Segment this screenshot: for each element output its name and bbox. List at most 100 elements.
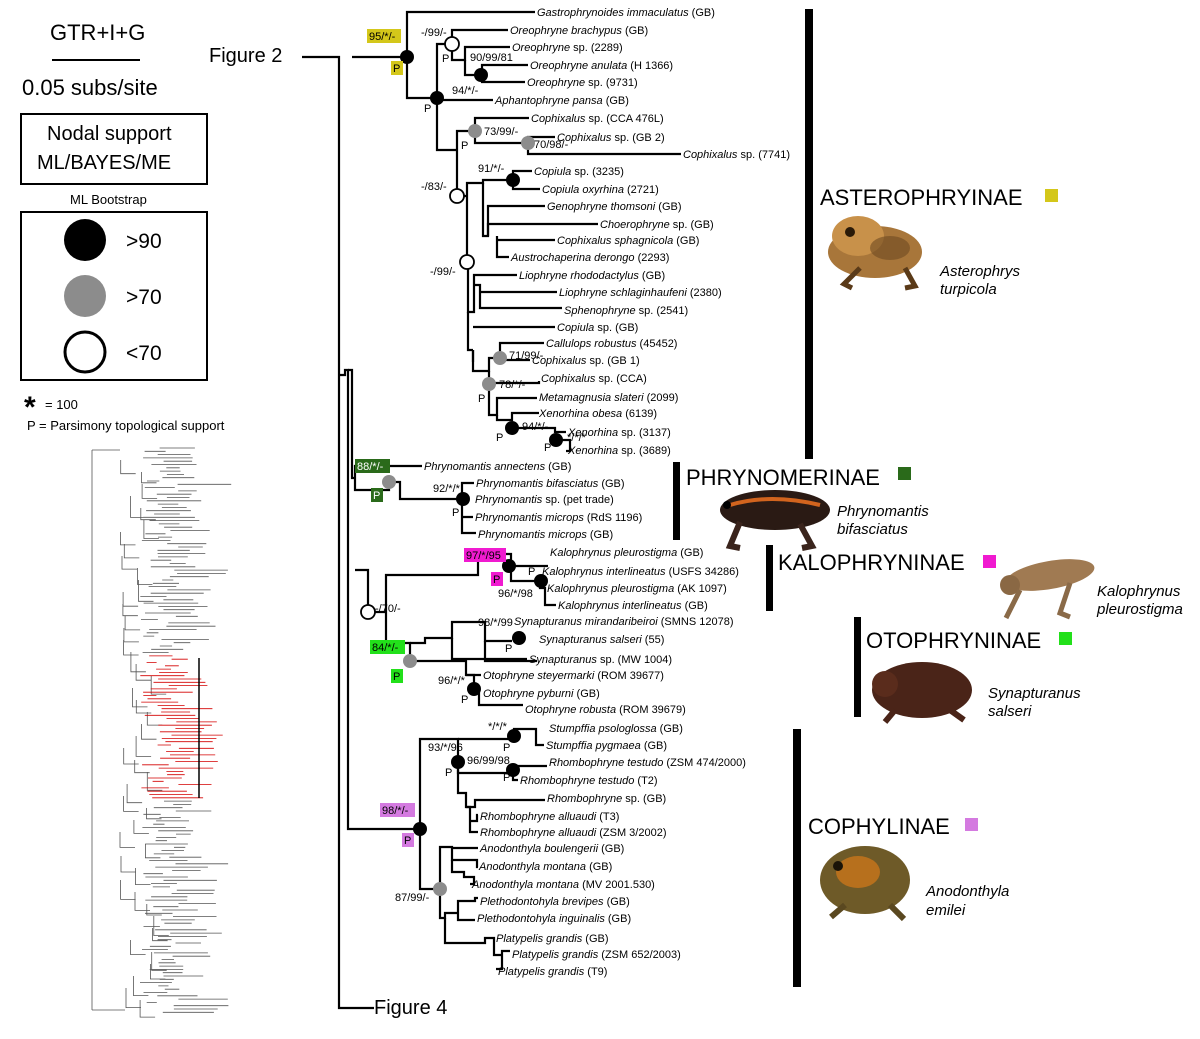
taxon-label: Callulops robustus (45452) [546, 338, 677, 350]
taxon-label: Stumpffia psologlossa (GB) [549, 723, 683, 735]
support-value: 71/99/- [509, 350, 544, 362]
clade-color-swatch [1059, 632, 1072, 645]
node-white [459, 254, 475, 270]
taxon-labels: Gastrophrynoides immaculatus (GB) Oreophr… [424, 7, 790, 978]
node-gray [433, 882, 447, 896]
clade-bars [673, 9, 861, 987]
node-gray [382, 475, 396, 489]
frog-species: turpicola [940, 281, 997, 298]
svg-text:P: P [445, 767, 452, 779]
taxon-label: Otophryne pyburni (GB) [483, 688, 600, 700]
frog-species: bifasciatus [837, 521, 908, 538]
taxon-label: Rhombophryne alluaudi (T3) [480, 811, 619, 823]
support-value: 96/*/* [438, 675, 466, 687]
support-value: 73/99/- [484, 126, 519, 138]
taxon-label: Cophixalus sp. (CCA) [541, 373, 647, 385]
taxon-label: Oreophryne sp. (9731) [527, 77, 638, 89]
taxon-label: Synapturanus sp. (MW 1004) [529, 654, 672, 666]
taxon-label: Genophryne thomsoni (GB) [547, 201, 682, 213]
node-black [505, 421, 519, 435]
svg-text:P: P [478, 393, 485, 405]
taxon-label: Xenorhina obesa (6139) [538, 408, 657, 420]
frog-species: pleurostigma [1096, 601, 1183, 618]
node-gray [468, 124, 482, 138]
lt70-label: <70 [126, 342, 162, 365]
taxon-label: Cophixalus sp. (CCA 476L) [531, 113, 664, 125]
taxon-label: Oreophryne sp. (2289) [512, 42, 623, 54]
support-title-1: Nodal support [47, 123, 172, 145]
node-black [451, 755, 465, 769]
node-black [506, 763, 520, 777]
svg-text:P: P [503, 772, 510, 784]
support-value: 94/*/- [452, 85, 479, 97]
frog-genus: Anodonthyla [925, 883, 1009, 900]
svg-text:P: P [461, 694, 468, 706]
figure-2-link: Figure 2 [209, 45, 282, 67]
clade-name: OTOPHRYNINAE [866, 628, 1041, 653]
frog-genus: Synapturanus [988, 685, 1081, 702]
taxon-label: Phrynomantis annectens (GB) [424, 461, 571, 473]
taxon-label: Phrynomantis microps (GB) [478, 529, 613, 541]
gt70-label: >70 [126, 286, 162, 309]
cophylinae-bar [793, 729, 801, 987]
clade-color-swatch [1045, 189, 1058, 202]
taxon-label: Liophryne schlaginhaufeni (2380) [559, 287, 722, 299]
taxon-label: Cophixalus sp. (GB 1) [532, 355, 640, 367]
svg-text:P: P [424, 103, 431, 115]
taxon-label: Cophixalus sp. (GB 2) [557, 132, 665, 144]
svg-text:P: P [452, 507, 459, 519]
taxon-label: Synapturanus salseri (55) [539, 634, 664, 646]
phylogeny-branches [302, 10, 681, 1010]
taxon-label: Copiula sp. (3235) [534, 166, 624, 178]
clade-color-swatch [898, 467, 911, 480]
support-value: -/70/- [375, 603, 401, 615]
taxon-label: Rhombophryne testudo (T2) [520, 775, 658, 787]
taxon-label: Rhombophryne alluaudi (ZSM 3/2002) [480, 827, 667, 839]
frog-genus: Asterophrys [939, 263, 1021, 280]
gt90-label: >90 [126, 230, 162, 253]
taxon-label: Copiula sp. (GB) [557, 322, 638, 334]
node-gray [482, 377, 496, 391]
clade-name: PHRYNOMERINAE [686, 465, 880, 490]
node-black [474, 68, 488, 82]
taxon-label: Kalophrynus pleurostigma (AK 1097) [547, 583, 727, 595]
support-value: */*/* [488, 721, 508, 733]
legend: GTR+I+G 0.05 subs/site Nodal support ML/… [20, 20, 225, 433]
svg-text:97/*/95: 97/*/95 [466, 550, 501, 562]
taxon-label: Anodonthyla montana (GB) [478, 861, 612, 873]
taxon-label: Platypelis grandis (ZSM 652/2003) [512, 949, 681, 961]
node-white [449, 188, 465, 204]
svg-text:98/*/-: 98/*/- [382, 805, 409, 817]
node-black [456, 492, 470, 506]
svg-text:88/*/-: 88/*/- [357, 461, 384, 473]
gray-circle-icon [64, 275, 106, 317]
scale-label: 0.05 subs/site [22, 75, 158, 100]
taxon-label: Austrochaperina derongo (2293) [510, 252, 669, 264]
node-black [430, 91, 444, 105]
frog-photo-anodonthyla [820, 846, 910, 922]
node-gray [493, 351, 507, 365]
taxon-label: Aphantophryne pansa (GB) [494, 95, 629, 107]
clade-name: COPHYLINAE [808, 814, 950, 839]
frog-photo-synapturanus [872, 662, 972, 724]
support-value: -/83/- [421, 181, 447, 193]
clade-name: ASTEROPHRYINAE [820, 185, 1023, 210]
taxon-label: Oreophryne anulata (H 1366) [530, 60, 673, 72]
clade-labels: ASTEROPHRYINAE PHRYNOMERINAE KALOPHRYNIN… [686, 185, 1072, 839]
figure-4-link: Figure 4 [374, 997, 447, 1019]
parsimony-def: P = Parsimony topological support [27, 418, 225, 433]
support-nodes [360, 36, 563, 896]
taxon-label: Phrynomantis microps (RdS 1196) [475, 512, 642, 524]
taxon-label: Anodonthyla boulengerii (GB) [479, 843, 624, 855]
overview-tree-thumbnail [91, 447, 232, 1018]
node-black [507, 729, 521, 743]
taxon-label: Kalophrynus pleurostigma (GB) [550, 547, 703, 559]
node-white [360, 604, 376, 620]
support-value: 87/99/- [395, 892, 430, 904]
support-value: */*/* [567, 432, 587, 444]
frog-photo-phrynomantis [720, 490, 830, 551]
taxon-label: Gastrophrynoides immaculatus (GB) [537, 7, 715, 19]
svg-text:P: P [393, 671, 400, 683]
otophryninae-bar [854, 617, 861, 717]
taxon-label: Plethodontohyla brevipes (GB) [480, 896, 630, 908]
